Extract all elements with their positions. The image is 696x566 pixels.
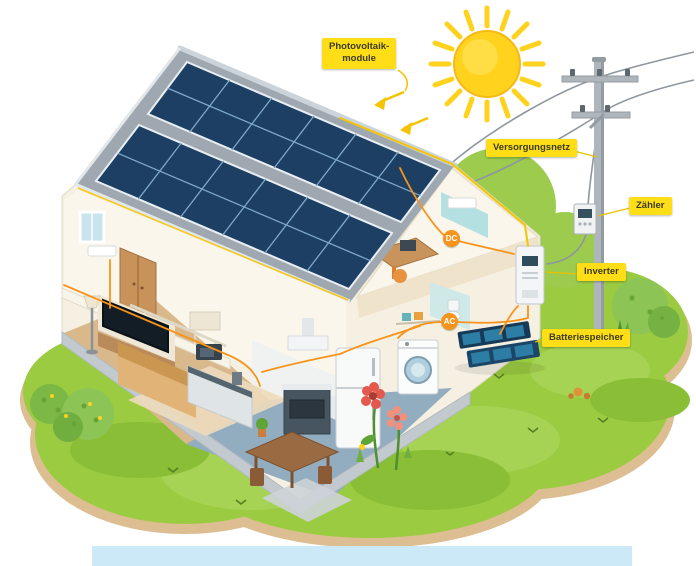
walkway-slab xyxy=(262,478,352,522)
laptop xyxy=(400,240,416,251)
television xyxy=(102,298,169,354)
coffee-machine xyxy=(232,372,242,385)
solar-panel-array xyxy=(94,60,442,291)
label-versorgungsnetz: Versorgungsnetz xyxy=(486,139,578,158)
pv-pointer-arrows xyxy=(374,69,429,135)
label-batteriespeicher: Batteriespeicher xyxy=(542,329,631,348)
oven xyxy=(282,384,332,435)
upper-cabinet xyxy=(189,311,221,331)
left-bushes xyxy=(30,384,114,442)
laundry-shelf xyxy=(395,312,441,325)
office-desk xyxy=(370,237,440,283)
electricity-meter-device xyxy=(573,203,597,235)
dc-ac-wiring xyxy=(63,117,529,387)
label-photovoltaik-module: Photovoltaik- module xyxy=(322,38,397,69)
potted-plant xyxy=(256,418,268,437)
kitchen-table xyxy=(244,431,340,488)
flowers xyxy=(356,382,412,471)
washing-machine xyxy=(397,339,439,395)
chair xyxy=(318,466,332,484)
rocks xyxy=(568,387,591,400)
sofa xyxy=(118,342,196,418)
kitchen-counter xyxy=(187,365,253,429)
ac-unit-office xyxy=(447,197,477,209)
bathroom-ground xyxy=(430,282,470,330)
roof-cable xyxy=(339,117,529,247)
range-hood xyxy=(287,318,329,351)
dc-badge: DC xyxy=(443,230,460,247)
inverter-device xyxy=(515,245,545,305)
footer-accent-bar xyxy=(92,546,632,566)
ac-badge: AC xyxy=(441,313,458,330)
ac-unit-left xyxy=(87,245,117,257)
label-zaehler: Zähler xyxy=(629,197,672,216)
office-chair xyxy=(393,269,407,283)
label-inverter: Inverter xyxy=(577,263,626,282)
sun-icon xyxy=(428,5,546,123)
battery-storage-units xyxy=(457,321,540,368)
office-floor xyxy=(357,237,540,318)
chair xyxy=(250,468,264,486)
house-cutaway xyxy=(61,45,545,522)
roof xyxy=(73,45,458,303)
grass-dark-patches xyxy=(70,378,690,510)
grass-marks xyxy=(167,373,609,506)
